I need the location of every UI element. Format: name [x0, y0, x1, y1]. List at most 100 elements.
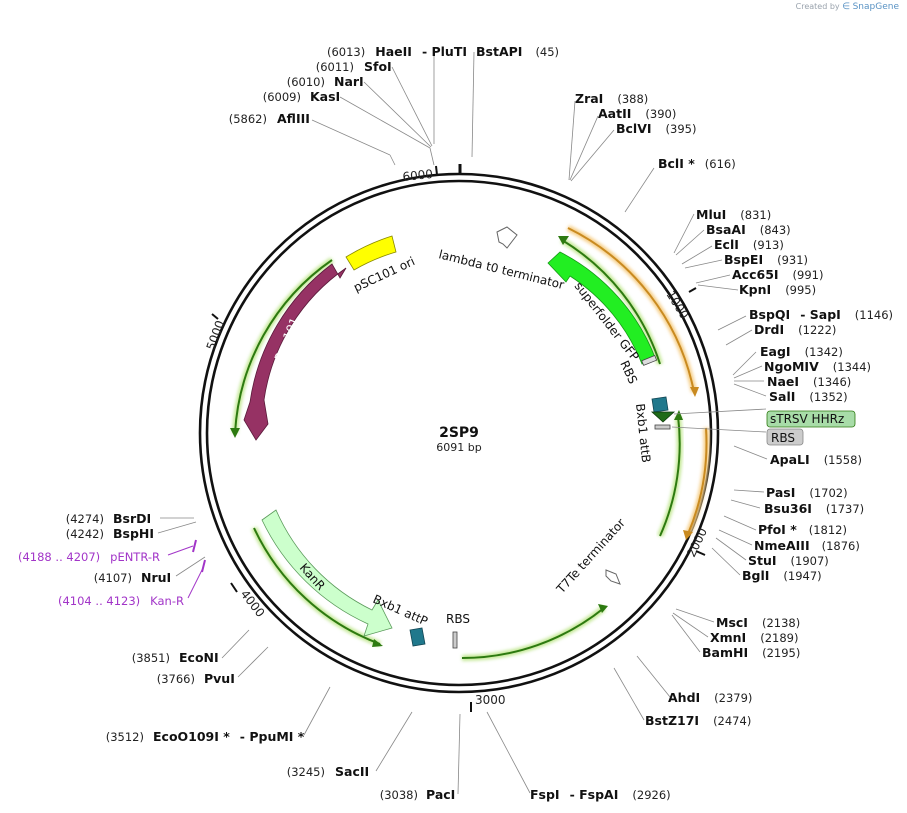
enzyme-sfoi-pos: (6011)	[316, 60, 354, 74]
enzyme-afliii[interactable]: AflIII	[277, 111, 310, 126]
enzyme-bsrdi-pos: (4274)	[66, 512, 104, 526]
enzyme-sali[interactable]: SalI(1352)	[769, 389, 848, 404]
orf-bottom-arrow	[598, 604, 608, 613]
rbs-box-label: RBS	[771, 431, 795, 445]
enzyme-bspei[interactable]: BspEI(931)	[724, 252, 808, 267]
enzyme-pvui[interactable]: PvuI	[204, 671, 235, 686]
orf-rep101	[234, 259, 333, 434]
enzyme-sacii-pos: (3245)	[287, 765, 325, 779]
enzyme-sfoi[interactable]: SfoI	[364, 59, 392, 74]
strsv-hhrz-mark	[650, 411, 676, 423]
snapgene-logo: ∈	[842, 2, 851, 12]
enzyme-bsrdi[interactable]: BsrDI	[113, 511, 151, 526]
enzyme-bspqi[interactable]: BspQI- SapI(1146)	[749, 307, 893, 322]
enzyme-nrui[interactable]: NruI	[141, 570, 171, 585]
rbs-inner-label: RBS	[617, 358, 640, 386]
kanr-feature[interactable]	[261, 509, 393, 637]
enzyme-mlui[interactable]: MluI(831)	[696, 207, 771, 222]
enzyme-pasi[interactable]: PasI(1702)	[766, 485, 848, 500]
enzyme-ahdi[interactable]: AhdI(2379)	[668, 690, 752, 705]
orf-kanr	[253, 527, 381, 645]
strsv-label-box[interactable]	[766, 410, 856, 428]
enzyme-pvui-pos: (3766)	[157, 672, 195, 686]
orf-right-arrow	[674, 410, 683, 420]
primers	[167, 539, 206, 599]
bxb1-attp-feature[interactable]	[409, 627, 426, 647]
enzyme-bcli[interactable]: BclI *(616)	[658, 156, 736, 171]
orf-arcs	[230, 236, 683, 662]
enzyme-paci[interactable]: PacI	[426, 787, 455, 802]
credit-prefix: Created by	[795, 2, 840, 11]
t7te-label: T7Te terminator	[553, 516, 628, 597]
enzyme-stui[interactable]: StuI(1907)	[748, 553, 829, 568]
enzyme-paci-pos: (3038)	[380, 788, 418, 802]
orf-bottom-glow	[461, 605, 606, 662]
rbs-bottom-label: RBS	[446, 612, 470, 626]
enzyme-drdi[interactable]: DrdI(1222)	[754, 322, 836, 337]
enzyme-haeii[interactable]: (6013)HaeII- PluTI	[327, 44, 467, 59]
enzyme-sacii[interactable]: SacII	[335, 764, 369, 779]
bxb1-attb-feature[interactable]	[651, 396, 669, 413]
enzyme-bgli[interactable]: BglI(1947)	[742, 568, 822, 583]
rbs-right-mark	[654, 424, 671, 430]
enzyme-nmeaiii[interactable]: NmeAIII(1876)	[754, 538, 860, 553]
enzyme-zrai[interactable]: ZraI(388)	[575, 91, 648, 106]
enzyme-bstz17i[interactable]: BstZ17I(2474)	[645, 713, 751, 728]
psc101-feature[interactable]	[345, 235, 397, 271]
rbs-bottom-mark	[452, 631, 458, 649]
lambda-t0-icon	[496, 226, 518, 249]
plasmid-length: 6091 bp	[436, 441, 481, 454]
enzyme-bsaai[interactable]: BsaAI(843)	[706, 222, 791, 237]
rbs-label-box[interactable]	[766, 428, 804, 446]
enzyme-ngomiv[interactable]: NgoMIV(1344)	[764, 359, 871, 374]
enzyme-acc65i[interactable]: Acc65I(991)	[732, 267, 823, 282]
tick-5000-mark	[211, 313, 219, 320]
primer-kanr[interactable]: (4104 .. 4123)Kan-R	[58, 594, 184, 608]
enzyme-bsu36i[interactable]: Bsu36I(1737)	[764, 501, 864, 516]
enzyme-pfoi[interactable]: PfoI *(1812)	[758, 522, 847, 537]
enzyme-naei[interactable]: NaeI(1346)	[767, 374, 851, 389]
enzyme-msci[interactable]: MscI(2138)	[716, 615, 800, 630]
orf-bottom	[461, 607, 605, 660]
bxb1-attb-label: Bxb1 attB	[633, 403, 653, 464]
plasmid-name: 2SP9	[439, 425, 479, 441]
enzyme-aatii[interactable]: AatII(390)	[598, 106, 676, 121]
orf-gfp	[561, 239, 661, 365]
enzyme-kasi[interactable]: KasI	[310, 89, 340, 104]
enzyme-bamhi[interactable]: BamHI(2195)	[702, 645, 800, 660]
tick-1000-mark	[688, 287, 697, 293]
primer-kanr-leader	[187, 567, 204, 599]
rbs-box-leader	[671, 426, 767, 433]
lambda-t0-label: lambda t0 terminator	[437, 247, 565, 292]
rep101-feature[interactable]	[243, 263, 347, 441]
strsv-leader	[673, 408, 767, 415]
enzyme-nari-pos: (6010)	[287, 75, 325, 89]
tick-4000-mark	[230, 582, 238, 593]
enzyme-leaders	[157, 51, 768, 795]
enzyme-bstapi[interactable]: BstAPI(45)	[476, 44, 559, 59]
enzyme-econi[interactable]: EcoNI	[179, 650, 219, 665]
backbone-inner	[205, 179, 713, 687]
rbs-inner-mark	[641, 355, 658, 366]
tick-5000: 5000	[204, 319, 228, 352]
enzyme-xmni[interactable]: XmnI(2189)	[710, 630, 798, 645]
tick-2000-mark	[695, 550, 706, 556]
orf-gfp-arrow	[558, 236, 569, 245]
orf-right	[659, 415, 681, 537]
orange-bottom-arrow	[683, 530, 693, 540]
enzyme-fspi[interactable]: FspI- FspAI(2926)	[530, 787, 671, 802]
enzyme-apali[interactable]: ApaLI(1558)	[770, 452, 862, 467]
enzyme-eagi[interactable]: EagI(1342)	[760, 344, 843, 359]
enzyme-ecoo109i[interactable]: EcoO109I *- PpuMI *	[153, 729, 305, 744]
orange-bottom	[687, 427, 708, 535]
tick-6000-mark	[435, 165, 438, 176]
enzyme-nari[interactable]: NarI	[334, 74, 364, 89]
orf-rep101-arrow	[230, 428, 240, 438]
enzyme-bsphi[interactable]: BspHI	[113, 526, 154, 541]
primer-pentr[interactable]: (4188 .. 4207)pENTR-R	[18, 550, 160, 564]
enzyme-afliii-pos: (5862)	[229, 112, 267, 126]
enzyme-bclvi[interactable]: BclVI(395)	[616, 121, 696, 136]
enzyme-kpni[interactable]: KpnI(995)	[739, 282, 816, 297]
enzyme-ecli[interactable]: EclI(913)	[714, 237, 784, 252]
